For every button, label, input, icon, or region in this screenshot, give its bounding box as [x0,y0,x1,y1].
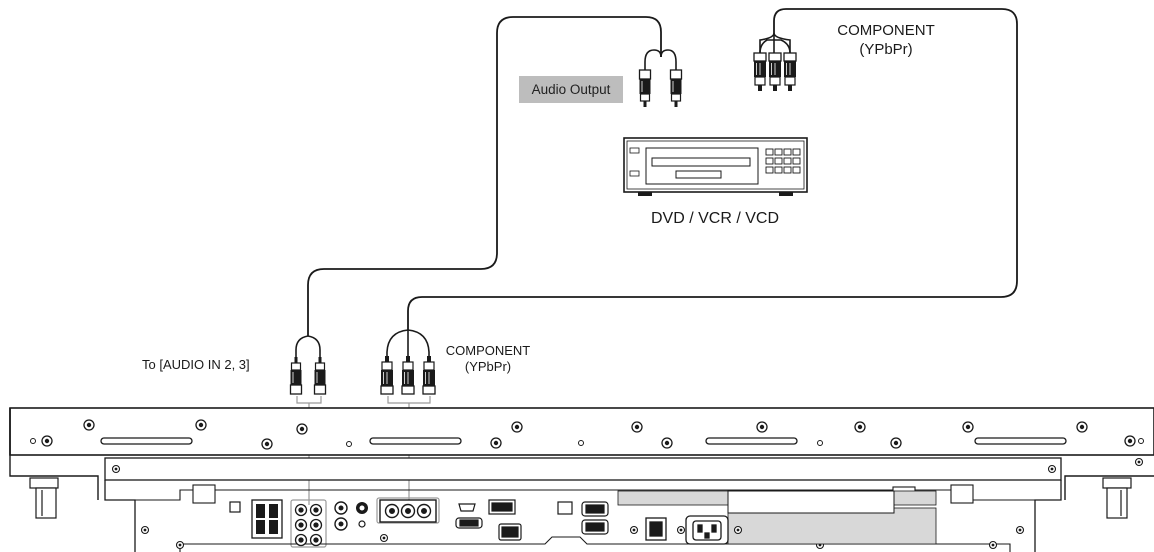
power-inlet [645,515,729,545]
audio-output-label: Audio Output [519,76,623,103]
device-label: DVD / VCR / VCD [650,210,779,227]
component-input-label: COMPONENT (YPbPr) [433,343,543,375]
cables [307,8,1018,336]
speaker-terminal [251,499,283,539]
dvd-player-icon [623,137,808,196]
display-rear-panel-icon [9,407,1154,552]
component-output-label: COMPONENT (YPbPr) [826,21,946,59]
audio-in-plugs [289,335,327,395]
component-in-plugs [380,329,436,395]
component-input-label-line1: COMPONENT [445,343,531,358]
audio-output-plugs [638,49,683,108]
component-input-label-line2: (YPbPr) [464,359,512,374]
audio-in-jacks [294,503,323,547]
component-cable [407,8,1018,330]
component-output-plugs [753,32,797,92]
component-in-jacks [379,499,437,523]
audio-in-label: To [AUDIO IN 2, 3] [142,357,250,372]
vent-grid [617,490,937,545]
component-output-label-line2: (YPbPr) [859,41,913,58]
audio-cable [307,16,662,336]
component-output-label-line1: COMPONENT [837,22,935,39]
